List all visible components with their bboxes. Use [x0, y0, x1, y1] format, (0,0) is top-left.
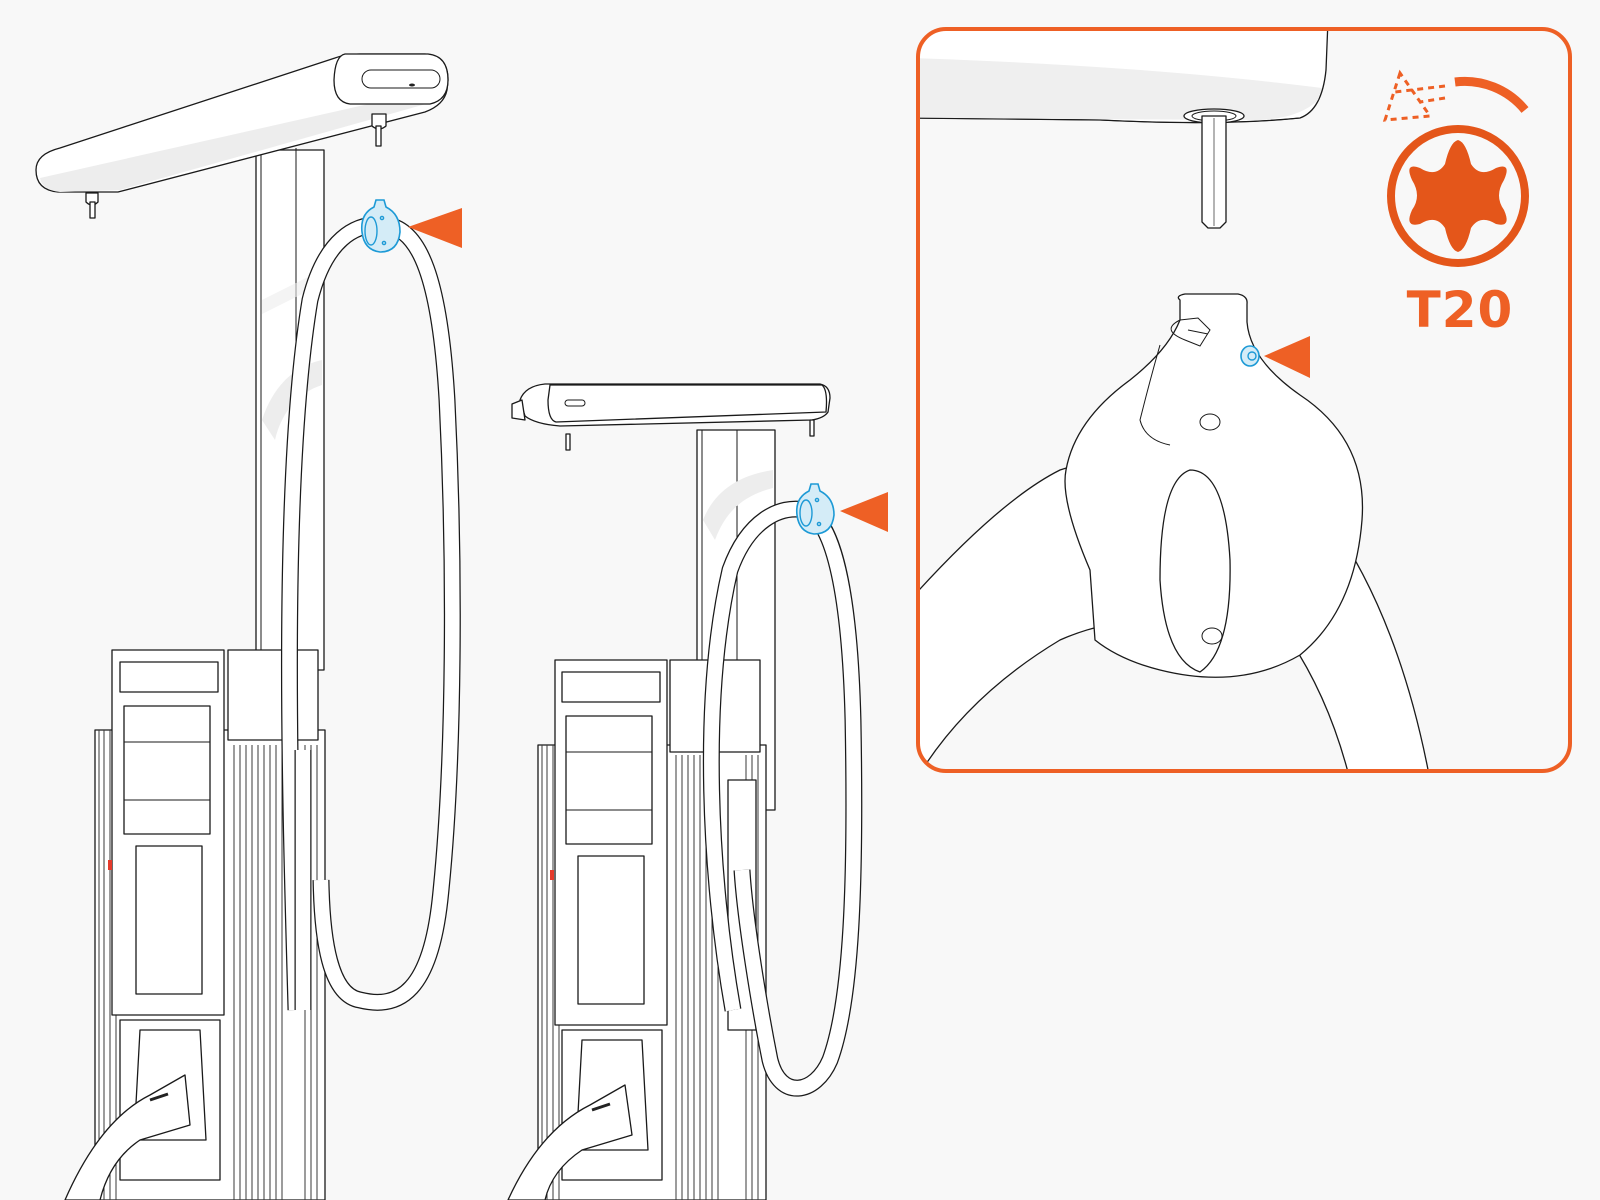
set-screw-pointer-arrow — [1264, 336, 1310, 378]
canopy-bolt-icon — [85, 192, 99, 219]
torx-bit-icon — [1387, 125, 1529, 267]
left-cabinet — [64, 649, 326, 1200]
middle-canopy — [511, 383, 831, 451]
left-canopy-bar — [35, 53, 449, 219]
hook-pointer-arrow — [840, 492, 888, 532]
inset-border — [916, 27, 1572, 773]
status-light — [108, 860, 112, 870]
left-charger — [35, 53, 462, 1200]
rotation-arrow-icon — [1454, 76, 1529, 113]
status-light — [550, 870, 554, 880]
detail-inset: T20 — [916, 27, 1572, 773]
middle-cable-loop — [702, 500, 863, 1097]
threaded-stud — [1183, 108, 1245, 229]
torx-tool-indicator: T20 — [1382, 69, 1529, 339]
torx-size-label: T20 — [1407, 281, 1514, 339]
middle-charger — [507, 383, 888, 1200]
middle-cable-hook — [795, 483, 835, 535]
hook-pointer-arrow — [408, 208, 462, 248]
left-cable-hook — [360, 199, 401, 253]
canopy-bolt-icon — [371, 113, 387, 147]
left-cable-loop — [280, 216, 461, 1011]
cable-hook-closeup — [1064, 293, 1364, 678]
torx-star-icon — [1409, 140, 1507, 252]
set-screw — [1240, 345, 1260, 367]
